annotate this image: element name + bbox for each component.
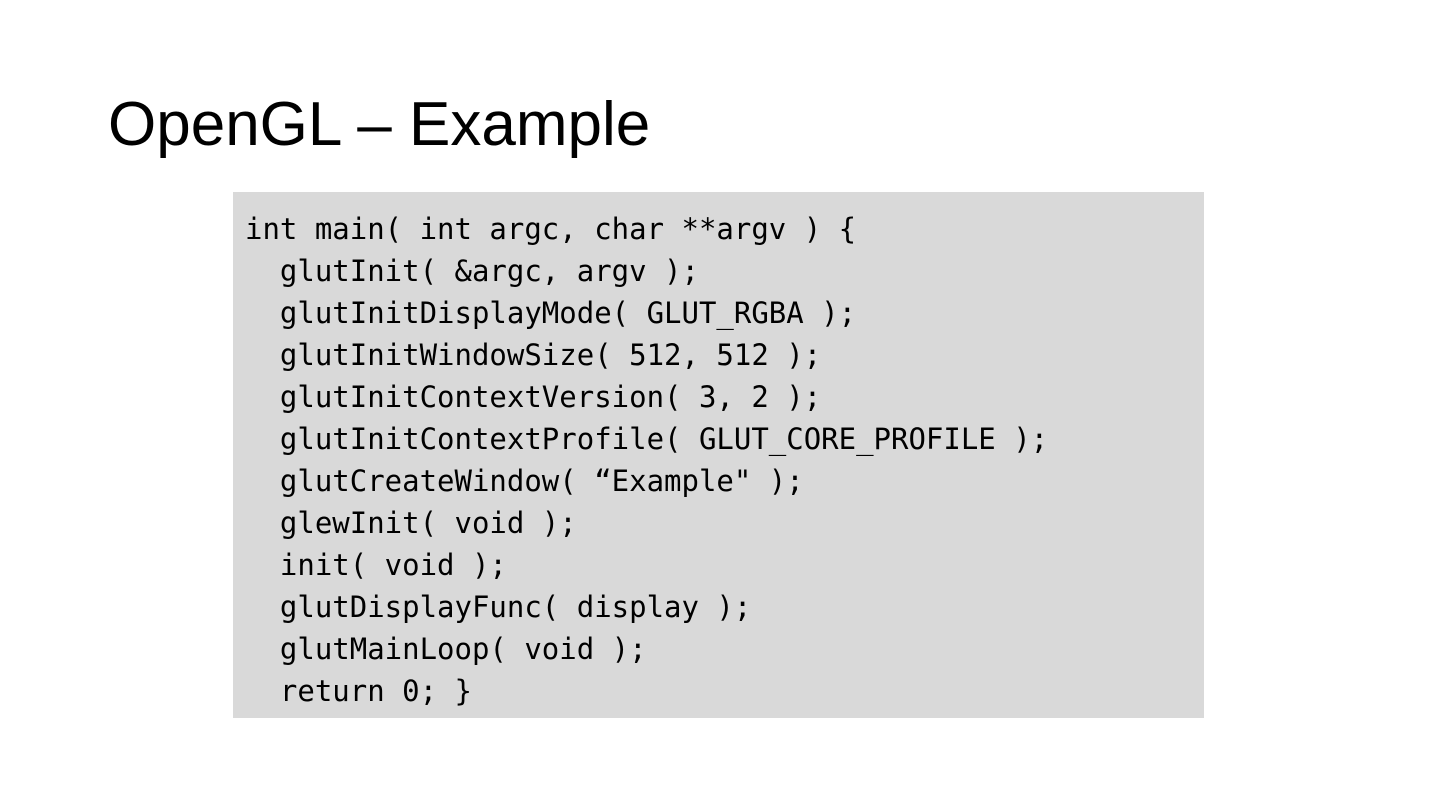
code-line: glutDisplayFunc( display );	[245, 590, 752, 624]
code-line: glutInitContextProfile( GLUT_CORE_PROFIL…	[245, 422, 1049, 456]
page-title: OpenGL – Example	[108, 90, 651, 159]
code-line: glutInitContextVersion( 3, 2 );	[245, 380, 822, 414]
code-line: glutInit( &argc, argv );	[245, 254, 699, 288]
code-line: glutCreateWindow( “Example" );	[245, 464, 804, 498]
code-line: glutInitDisplayMode( GLUT_RGBA );	[245, 296, 857, 330]
code-listing: int main( int argc, char **argv ) { glut…	[245, 208, 1204, 712]
code-line: glutInitWindowSize( 512, 512 );	[245, 338, 822, 372]
code-line: return 0; }	[245, 674, 472, 708]
code-line: init( void );	[245, 548, 507, 582]
code-line: int main( int argc, char **argv ) {	[245, 212, 857, 246]
code-block: int main( int argc, char **argv ) { glut…	[233, 192, 1204, 718]
code-line: glutMainLoop( void );	[245, 632, 647, 666]
code-line: glewInit( void );	[245, 506, 577, 540]
